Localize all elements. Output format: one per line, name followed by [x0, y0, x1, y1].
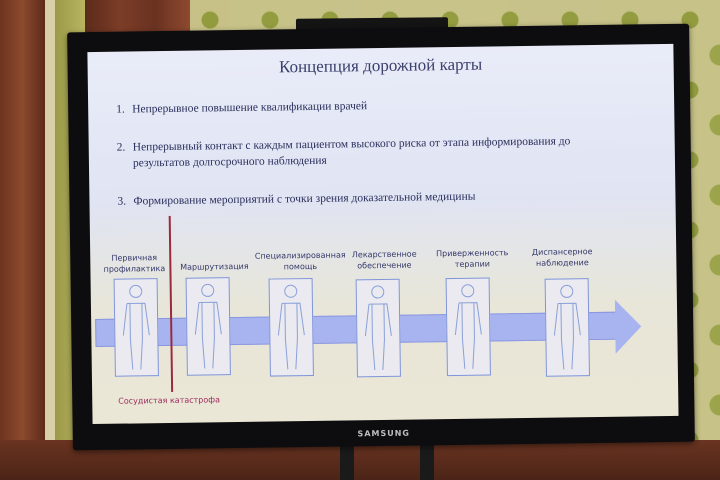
item-text: Непрерывное повышение квалификации враче… — [132, 100, 368, 116]
arrow-head-icon — [614, 299, 642, 354]
human-figure-icon — [544, 278, 590, 377]
patient-pathway-diagram: Первичная профилактика Маршрутизация Спе… — [90, 215, 679, 424]
item-number: 1. — [116, 103, 125, 116]
stage-label: Специализированная помощь — [254, 250, 346, 272]
tv-monitor: Концепция дорожной карты 1. Непрерывное п… — [67, 23, 695, 451]
presentation-slide: Концепция дорожной карты 1. Непрерывное п… — [87, 43, 679, 425]
vascular-event-line — [168, 215, 174, 392]
tv-stand-leg — [340, 440, 354, 480]
frame-trim — [45, 0, 55, 480]
human-figure-icon — [355, 278, 401, 378]
item-number: 3. — [117, 195, 127, 208]
vascular-event-label: Сосудистая катастрофа — [118, 395, 221, 406]
slide-list: 1. Непрерывное повышение квалификации вра… — [116, 94, 656, 207]
item-text: Непрерывный контакт с каждым пациентом в… — [132, 135, 571, 170]
stage-label: Маршрутизация — [180, 261, 249, 272]
human-figure-icon — [445, 277, 491, 377]
tv-brand-logo: SAMSUNG — [357, 428, 411, 439]
item-text: Формирование мероприятий с точки зрения … — [133, 190, 476, 208]
tv-stand-leg — [420, 440, 434, 480]
stage-label: Диспансерное наблюдение — [531, 247, 593, 268]
human-figure-icon — [268, 277, 314, 377]
human-figure-icon — [113, 278, 159, 377]
stage-label: Лекарственное обеспечение — [351, 249, 417, 271]
slide-title: Концепция дорожной карты — [278, 54, 483, 77]
list-item: 2. Непрерывный контакт с каждым пациентом… — [117, 133, 577, 171]
item-number: 2. — [116, 141, 126, 154]
human-figure-icon — [185, 277, 231, 376]
list-item: 1. Непрерывное повышение квалификации вра… — [116, 98, 367, 118]
wood-panel — [0, 0, 45, 480]
stage-label: Приверженность терапии — [436, 248, 509, 269]
list-item: 3. Формирование мероприятий с точки зрени… — [117, 189, 475, 210]
